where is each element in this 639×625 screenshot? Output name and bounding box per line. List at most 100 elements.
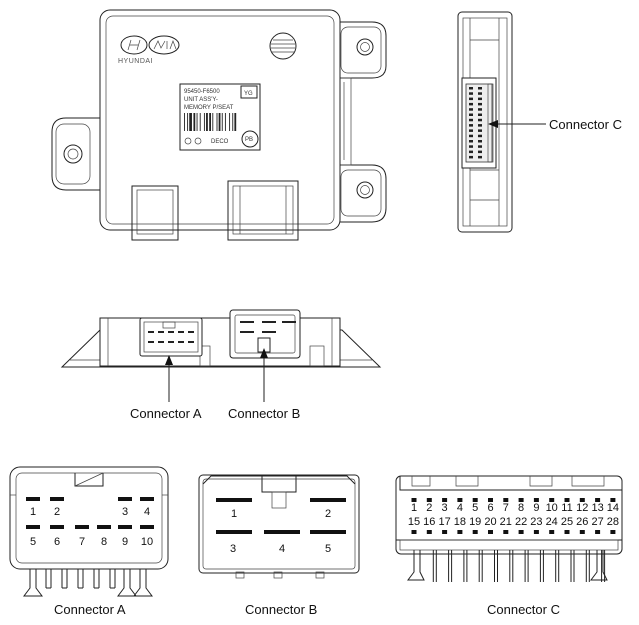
connector-c-terminal <box>518 498 524 502</box>
connector-c-pin-label: 18 <box>454 516 466 528</box>
connector-a-pin-label: 1 <box>30 506 36 518</box>
connector-a-caption: Connector A <box>54 602 126 617</box>
connector-c-terminal <box>457 530 463 534</box>
connector-a-pin-label: 6 <box>54 536 60 548</box>
connector-a-terminal <box>26 497 40 501</box>
connector-a-pin-label: 10 <box>141 536 153 548</box>
connector-c-terminal <box>442 530 448 534</box>
connector-c-terminal <box>610 498 616 502</box>
connector-a-pin-label: 5 <box>30 536 36 548</box>
connector-c-terminal <box>549 498 555 502</box>
unit-front-view: HYUNDAI 95450-F6500 UNIT ASS'Y- MEMORY P… <box>51 9 387 241</box>
connector-c-pin-label: 19 <box>469 516 481 528</box>
unit-code-text: YG <box>244 91 253 97</box>
connector-b-pin-label: 5 <box>325 543 331 555</box>
connector-a-terminal <box>75 525 89 529</box>
connector-b-pin-label: 1 <box>231 508 237 520</box>
connector-a-pin-label: 9 <box>122 536 128 548</box>
connector-a-pin-label: 4 <box>144 506 150 518</box>
connector-c-terminal <box>579 498 585 502</box>
connector-c-pin-label: 4 <box>457 502 463 514</box>
connector-c-pin-label: 14 <box>607 502 619 514</box>
connector-c-pin-label: 22 <box>515 516 527 528</box>
connector-b-detail <box>198 474 360 579</box>
connector-c-pin-label: 17 <box>438 516 450 528</box>
connector-c-terminal <box>518 530 524 534</box>
connector-b-pin-label: 2 <box>325 508 331 520</box>
connector-c-terminal <box>442 498 448 502</box>
callout-connector-c: Connector C <box>549 117 622 132</box>
connector-c-pin-label: 13 <box>591 502 603 514</box>
connector-c-pin-label: 10 <box>546 502 558 514</box>
connector-c-pin-label: 26 <box>576 516 588 528</box>
connector-c-terminal <box>411 530 417 534</box>
connector-c-terminal <box>595 530 601 534</box>
connector-c-pin-label: 15 <box>408 516 420 528</box>
part-number-text: 95450-F6500 <box>184 89 220 95</box>
callout-leaders <box>165 120 546 402</box>
maker-text: DECO <box>211 139 229 145</box>
connector-a-pin-label: 3 <box>122 506 128 518</box>
connector-c-pin-label: 21 <box>500 516 512 528</box>
barcode-graphic <box>184 113 237 131</box>
connector-c-terminal <box>488 530 493 534</box>
connector-c-pin-label: 27 <box>591 516 603 528</box>
connector-c-terminal <box>564 498 570 502</box>
connector-a-terminal <box>97 525 111 529</box>
connector-c-terminal <box>533 498 539 502</box>
connector-a-pin-label: 7 <box>79 536 85 548</box>
connector-a-terminal <box>118 525 132 529</box>
connector-c-terminal <box>595 498 601 502</box>
callout-connector-b: Connector B <box>228 406 300 421</box>
connector-b-terminal <box>216 498 252 502</box>
connector-c-terminal <box>579 530 585 534</box>
connector-b-caption: Connector B <box>245 602 317 617</box>
connector-a-terminal <box>50 497 64 501</box>
unit-name-line1: UNIT ASS'Y- <box>184 97 218 103</box>
connector-c-pin-label: 6 <box>487 502 493 514</box>
connector-c-pin-label: 9 <box>533 502 539 514</box>
connector-c-terminal <box>488 498 493 502</box>
connector-a-terminal <box>140 525 154 529</box>
connector-b-terminal <box>216 530 252 534</box>
connector-c-pin-label: 2 <box>426 502 432 514</box>
connector-c-pin-label: 7 <box>503 502 509 514</box>
connector-b-terminal <box>264 530 300 534</box>
connector-b-terminal <box>310 530 346 534</box>
connector-c-pin-label: 28 <box>607 516 619 528</box>
connector-c-pin-label: 11 <box>561 502 572 514</box>
connector-a-pins: 1 2 3 4 5 6 7 8 9 10 <box>26 497 154 548</box>
connector-a-pin-label: 2 <box>54 506 60 518</box>
connector-c-terminal <box>503 530 509 534</box>
connector-c-pin-label: 3 <box>442 502 448 514</box>
connector-c-pin-label: 20 <box>484 516 496 528</box>
unit-bottom-view <box>60 309 382 368</box>
connector-c-pin-label: 16 <box>423 516 435 528</box>
connector-b-pin-label: 4 <box>279 543 285 555</box>
connector-c-pin-label: 12 <box>576 502 588 514</box>
connector-c-terminal <box>457 498 463 502</box>
connector-c-terminal <box>411 498 417 502</box>
connector-c-terminal <box>564 530 570 534</box>
callout-connector-a: Connector A <box>130 406 202 421</box>
connector-c-pin-label: 25 <box>561 516 573 528</box>
connector-b-pins: 1 2 3 4 5 <box>216 498 346 555</box>
connector-c-terminal <box>533 530 539 534</box>
connector-c-pin-label: 1 <box>411 502 417 514</box>
unit-name-line2: MEMORY P/SEAT <box>184 105 234 111</box>
connector-a-detail <box>9 466 169 597</box>
brand-text: HYUNDAI <box>118 58 153 65</box>
connector-c-terminal <box>426 530 432 534</box>
connector-c-pin-label: 8 <box>518 502 524 514</box>
connector-c-pin-label: 24 <box>546 516 558 528</box>
connector-c-terminal <box>503 498 509 502</box>
connector-c-terminal <box>472 530 478 534</box>
connector-c-terminal <box>549 530 555 534</box>
connector-b-terminal <box>310 498 346 502</box>
connector-a-pin-label: 8 <box>101 536 107 548</box>
connector-c-caption: Connector C <box>487 602 560 617</box>
connector-b-pin-label: 3 <box>230 543 236 555</box>
connector-c-terminal <box>472 498 478 502</box>
